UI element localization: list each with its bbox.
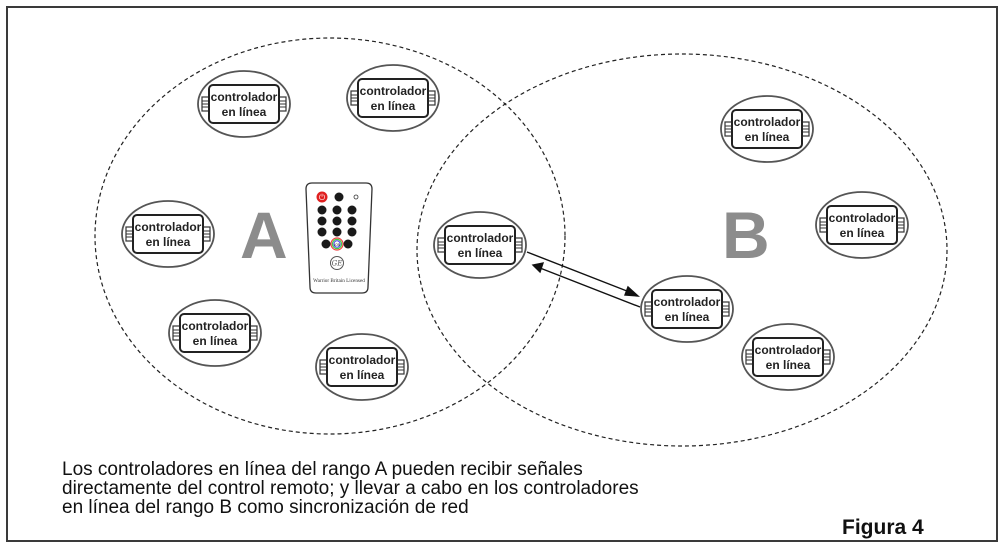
controller-a4: controlador en línea — [168, 299, 262, 367]
controller-label-line2: en línea — [371, 99, 416, 113]
controller-label-line2: en línea — [146, 235, 191, 249]
remote-badge: IO5 — [334, 243, 340, 247]
controller-label-line1: controlador — [829, 211, 896, 225]
svg-text:⏻: ⏻ — [319, 193, 326, 202]
caption-line: en línea del rango B como sincronización… — [62, 497, 469, 518]
sync-arrows — [526, 251, 641, 308]
remote-control: ⏻ IO5 GE Warrior Britain Licensed — [305, 182, 373, 294]
zone-b-label: B — [722, 198, 770, 272]
zone-a-label: A — [240, 198, 288, 272]
controller-a3: controlador en línea — [121, 200, 215, 268]
controller-label-line2: en línea — [458, 246, 503, 260]
figure-frame — [6, 6, 998, 542]
controller-a2: controlador en línea — [346, 64, 440, 132]
figure-label: Figura 4 — [842, 516, 924, 539]
power-icon — [316, 191, 328, 203]
remote-brand: Warrior Britain Licensed — [313, 278, 365, 284]
controller-label-line1: controlador — [654, 295, 721, 309]
range-a-boundary — [94, 37, 566, 435]
controller-label-line2: en línea — [340, 368, 385, 382]
caption-line: Los controladores en línea del rango A p… — [62, 459, 583, 480]
controller-b2: controlador en línea — [815, 191, 909, 259]
controller-label-line1: controlador — [329, 353, 396, 367]
controller-label-line1: controlador — [211, 90, 278, 104]
controller-label-line2: en línea — [745, 130, 790, 144]
controller-label-line2: en línea — [840, 226, 885, 240]
controller-label-line1: controlador — [135, 220, 202, 234]
controller-label-line2: en línea — [766, 358, 811, 372]
controller-label-line1: controlador — [755, 343, 822, 357]
controller-label-line2: en línea — [193, 334, 238, 348]
controller-a1: controlador en línea — [197, 70, 291, 138]
controller-label-line1: controlador — [360, 84, 427, 98]
range-b-boundary — [416, 53, 948, 447]
controller-label-line2: en línea — [222, 105, 267, 119]
controller-label-line1: controlador — [734, 115, 801, 129]
controller-b3: controlador en línea — [640, 275, 734, 343]
controller-b4: controlador en línea — [741, 323, 835, 391]
controller-shared: controlador en línea — [433, 211, 527, 279]
controller-label-line1: controlador — [447, 231, 514, 245]
controller-label-line1: controlador — [182, 319, 249, 333]
controller-a5: controlador en línea — [315, 333, 409, 401]
remote-logo: GE — [332, 260, 343, 268]
caption: Los controladores en línea del rango A p… — [62, 460, 842, 517]
controller-b1: controlador en línea — [720, 95, 814, 163]
caption-line: directamente del control remoto; y lleva… — [62, 478, 639, 499]
ge-logo-icon — [330, 256, 344, 270]
controller-label-line2: en línea — [665, 310, 710, 324]
